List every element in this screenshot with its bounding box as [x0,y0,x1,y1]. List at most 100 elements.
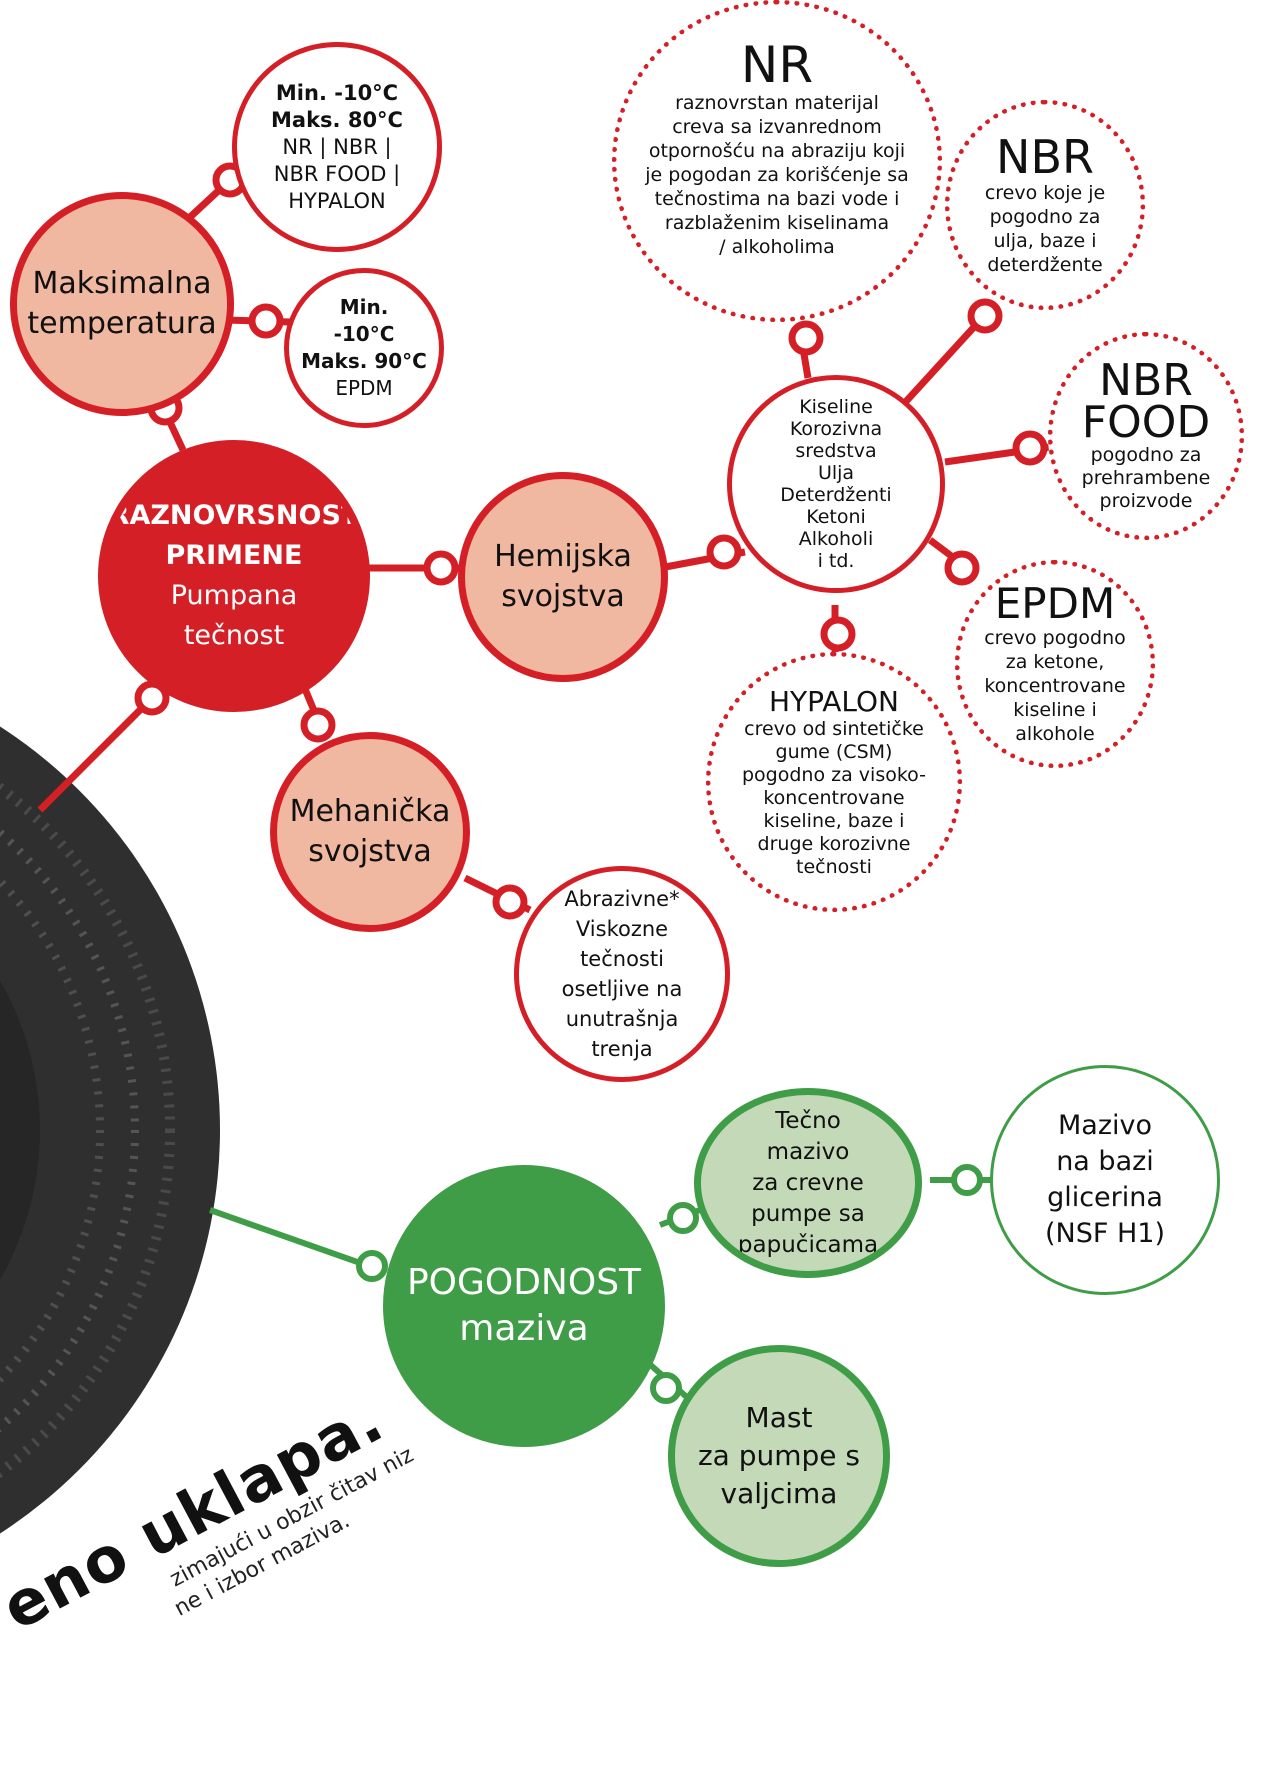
nr-desc-4: je pogodan za korišćenje sa [645,164,909,186]
nbr-food-name-1: NBR [1099,354,1193,406]
liquid-lubricant-1: Tečno [775,1107,841,1134]
hypalon-desc-1: crevo od sintetičke [744,717,924,740]
nbr-food-desc-2: prehrambene [1081,466,1211,489]
chemical-item-2: Korozivna [789,418,883,440]
glycerin-2: na bazi [1056,1146,1154,1177]
chemical-title-1: Hemijska [494,539,632,574]
nr-name: NR [740,36,814,94]
glycerin-lubricant-node: Mazivo na bazi glicerina (NSF H1) [990,1065,1220,1295]
grease-node: Mast za pumpe s valjcima [668,1345,890,1567]
temperature-node: Maksimalna temperatura [10,192,234,416]
hypalon-desc-3: pogodno za visoko- [742,763,926,786]
chemical-item-4: Ulja [817,462,855,484]
diagram-stage: Min. -10°C Maks. 80°C NR | NBR | NBR FOO… [0,0,1244,1644]
nbr-food-desc-1: pogodno za [1090,443,1202,466]
hypalon-desc-2: gume (CSM) [775,740,893,763]
chemical-item-7: Alkoholi [798,528,874,550]
mechanical-item-3: tečnosti [580,947,664,971]
temperature-title-1: Maksimalna [32,266,212,301]
mechanical-item-2: Viskozne [575,917,669,941]
hub-title-2: PRIMENE [165,540,303,571]
epdm-desc-3: koncentrovane [984,675,1126,697]
temp-b-min-label: Min. [339,295,389,319]
material-nbr-food: NBR FOOD pogodno za prehrambene proizvod… [1048,332,1244,540]
grease-3: valjcima [720,1477,838,1510]
hypalon-desc-5: kiseline, baze i [763,809,905,832]
chemical-item-5: Deterdženti [780,484,892,506]
liquid-lubricant-3: za crevne [752,1169,864,1196]
nr-desc-2: creva sa izvanrednom [672,116,882,138]
hypalon-name: HYPALON [769,684,899,718]
mechanical-item-5: unutrašnja [565,1007,679,1031]
liquid-lubricant-4: pumpe sa [751,1200,865,1227]
temp-a-max: Maks. 80°C [271,107,403,132]
temp-a-materials-1: NR | NBR | [282,134,392,159]
lubricant-title-2: maziva [459,1308,589,1349]
hose-image [0,726,220,1534]
chemical-node: Hemijska svojstva [458,472,668,682]
glycerin-3: glicerina [1047,1182,1163,1213]
mechanical-item-6: trenja [591,1037,653,1061]
nr-desc-3: otpornošću na abraziju koji [648,140,906,162]
lubricant-node: POGODNOST maziva [383,1165,665,1447]
mechanical-list-node: Abrazivne* Viskozne tečnosti osetljive n… [514,866,730,1082]
temp-b-materials: EPDM [335,376,393,400]
liquid-lubricant-2: mazivo [766,1138,850,1165]
glycerin-4: (NSF H1) [1045,1218,1165,1249]
lubricant-title-1: POGODNOST [406,1262,642,1303]
grease-2: za pumpe s [697,1439,861,1472]
chemical-title-2: svojstva [501,579,625,614]
material-nr: NR raznovrstan materijal creva sa izvanr… [612,0,942,322]
temp-a-min: Min. -10°C [275,80,399,105]
mechanical-item-1: Abrazivne* [564,887,680,911]
glycerin-1: Mazivo [1057,1110,1152,1141]
mechanical-node: Mehanička svojstva [270,732,470,932]
temp-a-materials-2: NBR FOOD | [273,161,401,186]
mechanical-title-1: Mehanička [289,794,451,829]
nbr-desc-1: crevo koje je [984,182,1106,204]
chemical-item-8: i td. [817,550,855,572]
green-rings [356,1164,983,1404]
hypalon-desc-7: tečnosti [796,855,872,878]
liquid-lubricant-node: Tečno mazivo za crevne pumpe sa papučica… [694,1088,922,1278]
temp-a-materials-3: HYPALON [288,188,386,213]
chemical-item-3: sredstva [795,440,877,462]
chemical-list-node: Kiseline Korozivna sredstva Ulja Deterdž… [727,375,945,593]
material-epdm: EPDM crevo pogodno za ketone, koncentrov… [955,560,1155,768]
hub-subtitle-2: tečnost [183,620,285,651]
liquid-lubricant-5: papučicama [737,1231,879,1258]
red-rings [134,162,1048,920]
epdm-desc-2: za ketone, [1005,651,1105,673]
temp-b-max: Maks. 90°C [301,349,427,373]
temp-range-a: Min. -10°C Maks. 80°C NR | NBR | NBR FOO… [232,42,442,252]
material-nbr: NBR crevo koje je pogodno za ulja, baze … [945,100,1145,310]
mechanical-title-2: svojstva [308,834,432,869]
chemical-item-1: Kiseline [799,396,873,418]
epdm-desc-1: crevo pogodno [984,627,1126,649]
temperature-title-2: temperatura [27,306,217,341]
hub-subtitle-1: Pumpana [170,580,298,611]
nbr-desc-2: pogodno za [989,206,1101,228]
epdm-desc-4: kiseline i [1013,699,1097,721]
nr-desc-1: raznovrstan materijal [675,92,879,114]
grease-1: Mast [745,1401,813,1434]
temp-b-min-value: -10°C [333,322,395,346]
nr-desc-6: razblaženim kiselinama [664,212,890,234]
nr-desc-7: / alkoholima [719,236,835,258]
epdm-desc-5: alkohole [1015,723,1095,745]
hypalon-desc-4: koncentrovane [763,786,905,809]
material-hypalon: HYPALON crevo od sintetičke gume (CSM) p… [706,652,962,912]
nbr-food-desc-3: proizvode [1099,489,1193,512]
nbr-name: NBR [996,130,1094,184]
nbr-desc-4: deterdžente [987,254,1103,276]
epdm-name: EPDM [994,579,1116,628]
temp-range-b: Min. -10°C Maks. 90°C EPDM [284,268,444,428]
nbr-desc-3: ulja, baze i [993,230,1097,252]
mechanical-item-4: osetljive na [561,977,683,1001]
chemical-item-6: Ketoni [806,506,866,528]
nr-desc-5: tečnostima na bazi vode i [654,188,900,210]
hub-node: RAZNOVRSNOST PRIMENE Pumpana tečnost [98,440,370,712]
hypalon-desc-6: druge korozivne [757,832,911,855]
hub-title-1: RAZNOVRSNOST [108,500,360,531]
nbr-food-name-2: FOOD [1081,396,1211,448]
